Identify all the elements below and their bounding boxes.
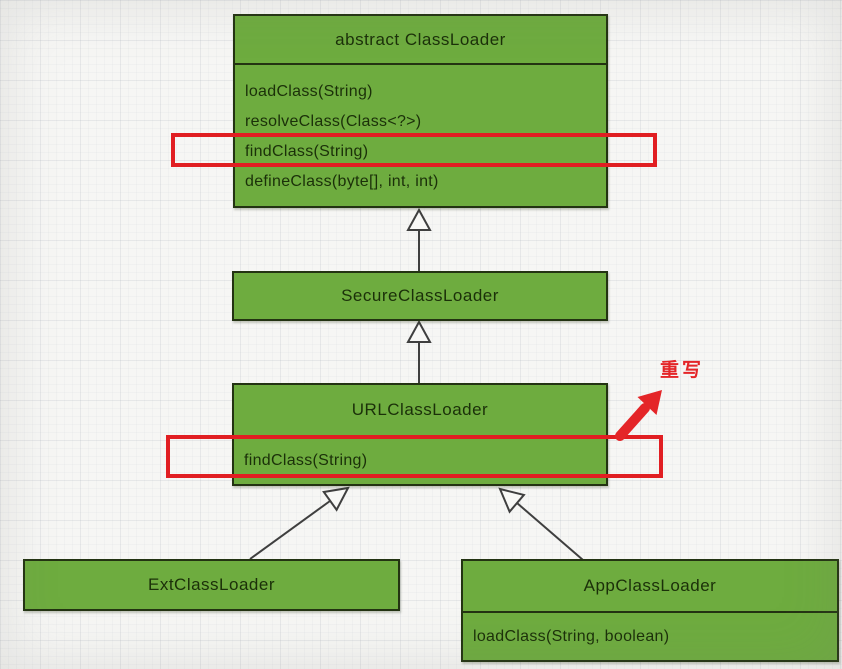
arrow-url-to-secure [406,319,432,383]
class-box-extclassloader: ExtClassLoader [23,559,400,611]
highlight-rect-findclass-abstract [171,133,657,167]
method-loadclass-app: loadClass(String, boolean) [473,628,670,645]
arrow-secure-to-abstract [406,207,432,271]
method-loadclass: loadClass(String) [245,83,373,100]
method-findclass-url: findClass(String) [244,452,368,469]
arrow-ext-to-url [249,486,350,560]
class-name-abstract-classloader: abstract ClassLoader [235,16,606,65]
class-box-appclassloader: AppClassLoader loadClass(String, boolean… [461,559,839,662]
class-box-urlclassloader: URLClassLoader findClass(String) [232,383,608,486]
class-name-urlclassloader: URLClassLoader [234,385,606,437]
arrow-app-to-url [498,487,584,561]
override-annotation-label: 重写 [660,360,705,381]
class-name-secureclassloader: SecureClassLoader [341,286,499,305]
method-resolveclass: resolveClass(Class<?>) [245,113,422,130]
method-findclass: findClass(String) [245,143,369,160]
red-arrow [615,390,662,441]
class-name-extclassloader: ExtClassLoader [147,575,275,594]
method-list: loadClass(String) resolveClass(Class<?>)… [235,65,606,197]
highlight-rect-findclass-url [166,435,663,478]
class-box-abstract-classloader: abstract ClassLoader loadClass(String) r… [233,14,608,208]
method-defineclass: defineClass(byte[], int, int) [245,173,439,190]
method-list: loadClass(String, boolean) [463,613,837,660]
class-name-appclassloader: AppClassLoader [463,561,837,613]
method-list: findClass(String) [234,437,606,484]
class-box-secureclassloader: SecureClassLoader [232,271,608,321]
